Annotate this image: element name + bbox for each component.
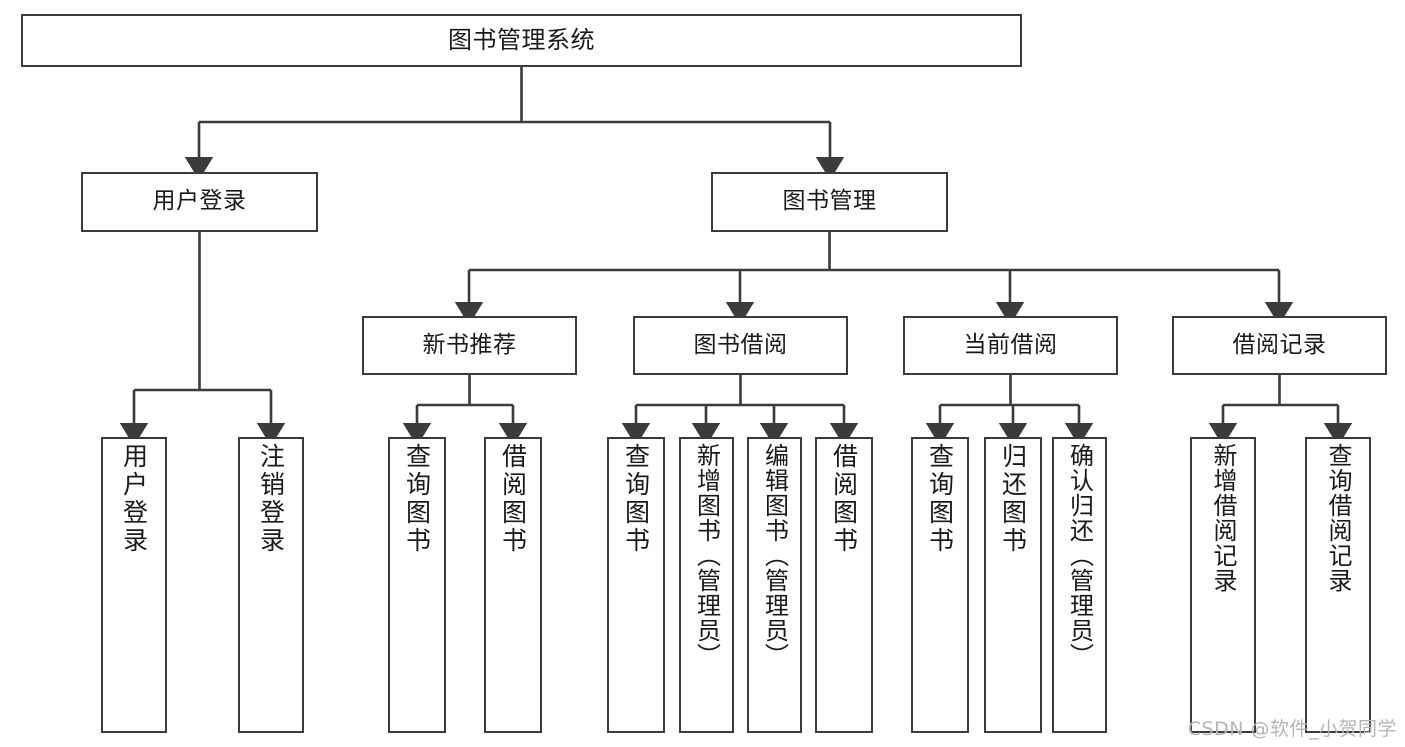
leaf-query-borrow-record[interactable]: 查询借阅记录 <box>1305 437 1371 733</box>
node-user-login[interactable]: 用户登录 <box>81 172 318 232</box>
node-root[interactable]: 图书管理系统 <box>21 14 1022 67</box>
node-book-borrow[interactable]: 图书借阅 <box>633 316 848 375</box>
leaf-return-book[interactable]: 归还图书 <box>984 437 1042 733</box>
node-new-book-recommend-label: 新书推荐 <box>422 331 517 358</box>
leaf-borrow-book-newbook[interactable]: 借阅图书 <box>484 437 542 733</box>
node-book-borrow-label: 图书借阅 <box>693 331 788 358</box>
leaf-borrow-book[interactable]: 借阅图书 <box>815 437 873 733</box>
leaf-user-login[interactable]: 用户登录 <box>101 437 167 733</box>
leaf-query-book-borrow[interactable]: 查询图书 <box>607 437 665 733</box>
leaf-query-book-borrow-label: 查询图书 <box>621 443 651 555</box>
watermark: CSDN @软件_小贺同学 <box>1187 718 1397 740</box>
node-current-borrow-label: 当前借阅 <box>963 331 1058 358</box>
node-book-management-label: 图书管理 <box>782 188 877 215</box>
leaf-query-book-current-label: 查询图书 <box>925 443 955 555</box>
leaf-query-book-newbook[interactable]: 查询图书 <box>388 437 446 733</box>
node-current-borrow[interactable]: 当前借阅 <box>903 316 1118 375</box>
leaf-logout-label: 注销登录 <box>256 443 286 555</box>
node-user-login-label: 用户登录 <box>152 188 247 215</box>
leaf-add-book-admin-label: 新增图书（管理员） <box>692 443 721 668</box>
leaf-return-book-label: 归还图书 <box>998 443 1028 555</box>
leaf-user-login-label: 用户登录 <box>119 443 149 555</box>
leaf-borrow-book-newbook-label: 借阅图书 <box>498 443 528 555</box>
leaf-borrow-book-label: 借阅图书 <box>829 443 859 555</box>
leaf-add-borrow-record-label: 新增借阅记录 <box>1209 443 1237 593</box>
node-root-label: 图书管理系统 <box>448 26 595 55</box>
leaf-confirm-return-admin-label: 确认归还（管理员） <box>1065 443 1094 668</box>
leaf-query-book-current[interactable]: 查询图书 <box>911 437 969 733</box>
leaf-logout[interactable]: 注销登录 <box>238 437 304 733</box>
leaf-confirm-return-admin[interactable]: 确认归还（管理员） <box>1052 437 1107 733</box>
leaf-add-borrow-record[interactable]: 新增借阅记录 <box>1190 437 1256 733</box>
node-borrow-record[interactable]: 借阅记录 <box>1172 316 1387 375</box>
leaf-edit-book-admin[interactable]: 编辑图书（管理员） <box>747 437 802 733</box>
node-borrow-record-label: 借阅记录 <box>1232 331 1327 358</box>
leaf-add-book-admin[interactable]: 新增图书（管理员） <box>679 437 734 733</box>
leaf-query-borrow-record-label: 查询借阅记录 <box>1324 443 1352 593</box>
leaf-edit-book-admin-label: 编辑图书（管理员） <box>760 443 789 668</box>
leaf-query-book-newbook-label: 查询图书 <box>402 443 432 555</box>
node-book-management[interactable]: 图书管理 <box>711 172 948 232</box>
node-new-book-recommend[interactable]: 新书推荐 <box>362 316 577 375</box>
